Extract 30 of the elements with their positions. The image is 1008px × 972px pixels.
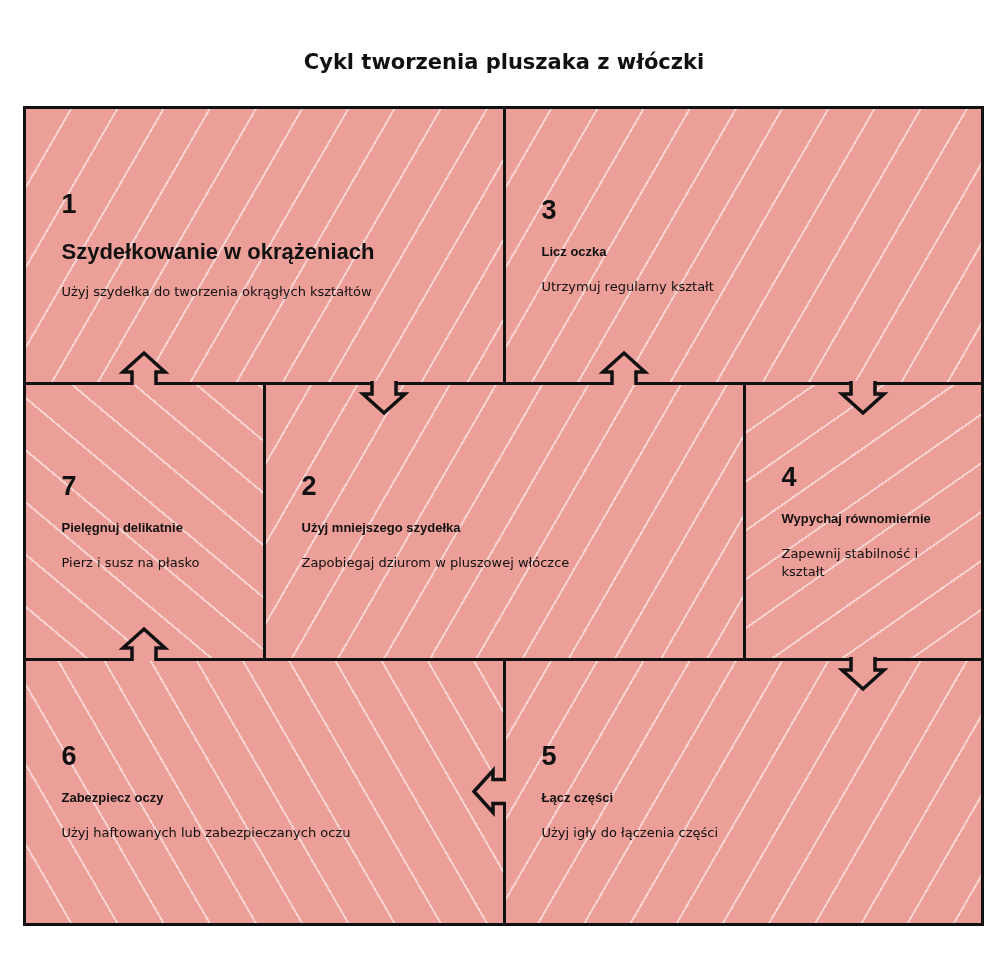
step-title: Użyj mniejszego szydełka (301, 519, 461, 536)
step-description: Utrzymuj regularny kształt (541, 277, 714, 296)
step-number: 4 (781, 461, 797, 493)
step-panel (22, 105, 506, 385)
block-arrow (358, 379, 410, 416)
diagram-title: Cykl tworzenia pluszaka z włóczki (303, 50, 705, 74)
block-arrow (118, 626, 170, 663)
step-title: Łącz części (541, 790, 614, 806)
block-arrow (118, 350, 170, 387)
step-number: 1 (61, 189, 77, 220)
step-title: Wypychaj równomiernie (781, 510, 931, 527)
step-title: Zabezpiecz oczy (61, 790, 164, 806)
block-arrow (471, 765, 508, 818)
step-number: 7 (61, 470, 77, 502)
block-arrow (837, 655, 889, 692)
step-title: Licz oczka (541, 243, 607, 260)
step-title: Szydełkowanie w okrążeniach (61, 238, 375, 265)
step-description: Użyj haftowanych lub zabezpieczanych oczu (61, 824, 351, 842)
step-description: Użyj igły do łączenia części (541, 824, 719, 842)
step-number: 2 (301, 470, 317, 502)
step-description: Użyj szydełka do tworzenia okrągłych kształtów (61, 283, 372, 301)
step-description: Zapewnij stabilność i kształt (781, 544, 920, 581)
step-number: 3 (541, 194, 557, 226)
step-description: Zapobiegaj dziurom w pluszowej włóczce (301, 553, 570, 572)
step-description: Pierz i susz na płasko (61, 553, 200, 572)
step-title: Pielęgnuj delikatnie (61, 519, 183, 536)
step-number: 6 (61, 741, 77, 772)
step-number: 5 (541, 741, 557, 772)
block-arrow (837, 379, 889, 416)
block-arrow (598, 350, 650, 387)
